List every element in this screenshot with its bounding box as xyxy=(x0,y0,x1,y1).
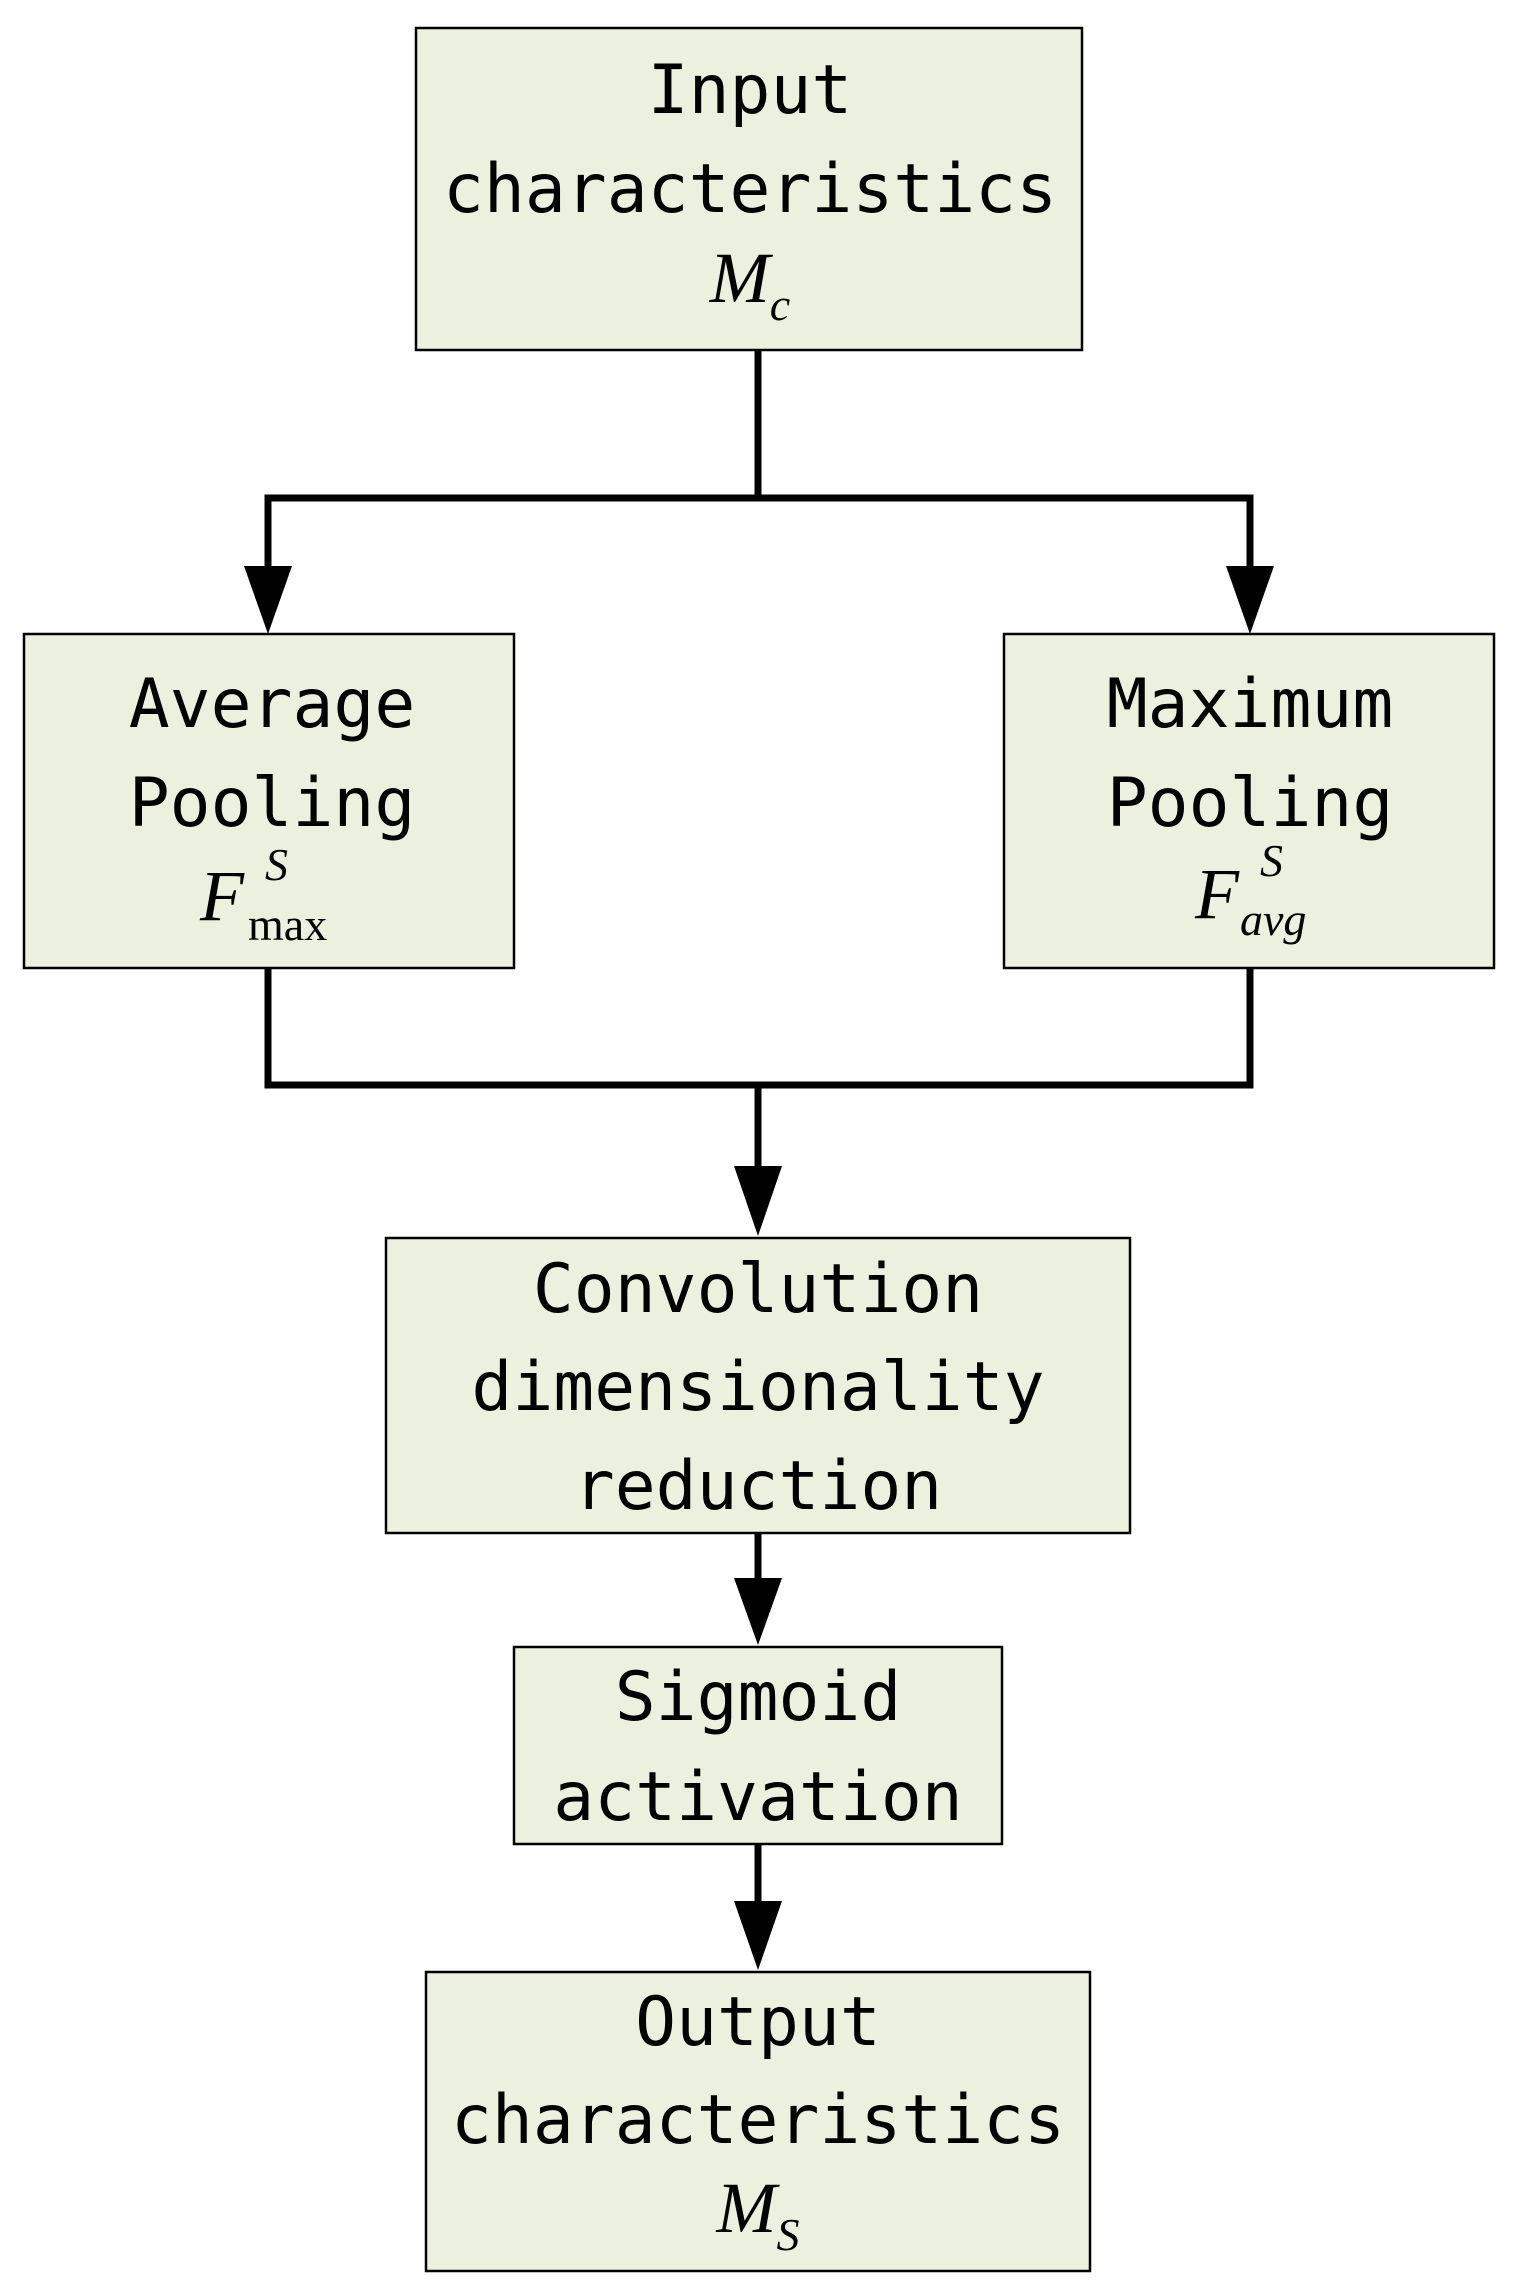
node-convolution-box xyxy=(384,1236,1132,1535)
node-output: Output characteristics MS xyxy=(424,1970,1092,2273)
node-input-label-line-1: Input xyxy=(648,51,853,130)
node-average-pooling: Average Pooling F S max xyxy=(22,632,516,970)
node-average-pooling-box xyxy=(22,632,516,970)
symbol-main: M xyxy=(709,238,774,318)
node-output-label-line-2: characteristics xyxy=(451,2081,1065,2160)
node-convolution-label-line-1: Convolution xyxy=(533,1250,983,1329)
node-input-box xyxy=(414,26,1084,352)
node-output-label-line-1: Output xyxy=(635,1983,881,2062)
node-maximum-pooling-box xyxy=(1002,632,1496,970)
node-maximum-pooling-symbol-subscript: avg xyxy=(1240,894,1306,945)
edges xyxy=(244,346,1274,1970)
node-input-symbol: Mc xyxy=(709,238,790,330)
node-sigmoid: Sigmoid activation xyxy=(512,1645,1004,1846)
node-convolution: Convolution dimensionality reduction xyxy=(384,1236,1132,1535)
arrowhead-to-average-pooling xyxy=(244,566,292,634)
node-convolution-label-line-2: dimensionality xyxy=(471,1348,1044,1427)
arrowhead-to-sigmoid xyxy=(734,1578,782,1645)
node-input-label-line-2: characteristics xyxy=(443,150,1057,229)
node-average-pooling-symbol-subscript: max xyxy=(248,899,327,950)
node-average-pooling-label-line-1: Average xyxy=(129,665,416,744)
node-maximum-pooling-symbol-superscript: S xyxy=(1260,835,1283,886)
arrowhead-to-output xyxy=(734,1901,782,1970)
arrowhead-to-maximum-pooling xyxy=(1226,566,1274,634)
node-maximum-pooling-symbol-main: F xyxy=(1194,854,1240,934)
node-maximum-pooling-label-line-2: Pooling xyxy=(1107,764,1394,843)
node-output-symbol: MS xyxy=(716,2168,800,2260)
node-convolution-label-line-3: reduction xyxy=(574,1447,942,1526)
node-maximum-pooling-label-line-1: Maximum xyxy=(1107,665,1394,744)
node-output-box xyxy=(424,1970,1092,2273)
symbol-main: M xyxy=(716,2168,781,2248)
node-sigmoid-label-line-2: activation xyxy=(553,1758,962,1837)
symbol-subscript: c xyxy=(770,279,790,330)
node-average-pooling-symbol-main: F xyxy=(199,856,245,936)
node-average-pooling-label-line-2: Pooling xyxy=(129,764,416,843)
node-input: Input characteristics Mc xyxy=(414,26,1084,352)
node-maximum-pooling: Maximum Pooling F S avg xyxy=(1002,632,1496,970)
node-sigmoid-box xyxy=(512,1645,1004,1846)
symbol-subscript: S xyxy=(776,2209,799,2260)
node-average-pooling-symbol-superscript: S xyxy=(265,839,288,890)
node-sigmoid-label-line-1: Sigmoid xyxy=(615,1658,902,1737)
arrowhead-to-convolution xyxy=(734,1166,782,1236)
